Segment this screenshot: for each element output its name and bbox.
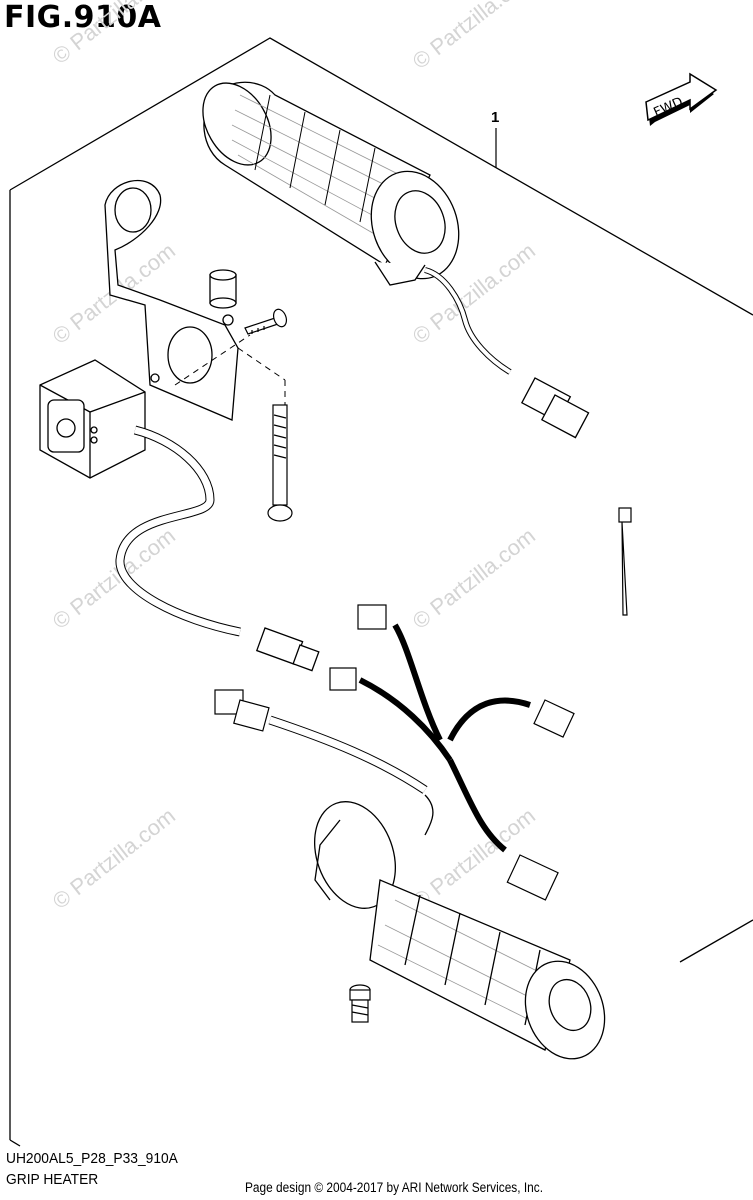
spacer-collar [209,269,237,309]
heater-switch-unit [39,359,320,672]
long-bolt [267,404,293,522]
callout-1: 1 [491,109,499,168]
watermark-text: © Partzilla.com [48,0,180,69]
fwd-arrow-badge: FWD [645,72,718,126]
callout-number: 1 [491,109,499,126]
watermark-text: © Partzilla.com [48,803,180,914]
watermark-text: © Partzilla.com [408,523,540,634]
watermark-text: © Partzilla.com [48,523,180,634]
wiring-harness [214,604,575,901]
grip-left [313,794,606,1060]
watermark-text: © Partzilla.com [408,0,540,74]
copyright-notice: Page design © 2004-2017 by ARI Network S… [245,1180,544,1195]
figure-name: GRIP HEATER [6,1171,99,1188]
figure-title: FIG.910A [4,0,162,35]
small-bolt-bottom [349,984,371,1023]
grip-right [202,81,590,439]
mounting-bracket [104,179,239,421]
small-screw [244,308,288,335]
figure-code: UH200AL5_P28_P33_910A [6,1150,178,1167]
kit-frame [9,37,753,1147]
zip-tie [618,507,632,616]
